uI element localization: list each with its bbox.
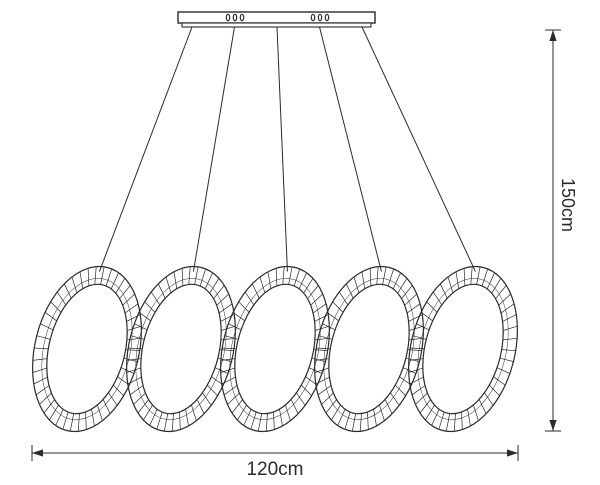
suspension-wire [319, 26, 382, 272]
coil-ring [126, 265, 236, 433]
width-dimension: 120cm [31, 445, 519, 480]
width-label: 120cm [246, 459, 303, 480]
mounting-slot [225, 13, 231, 22]
coil-bead-line [41, 278, 133, 420]
mounting-slots [225, 13, 330, 22]
coil-inner-edge [422, 283, 504, 415]
suspension-wire [361, 26, 476, 272]
coil-bead-line [229, 278, 321, 420]
crystal-spiral-coils [32, 265, 518, 433]
coil-facet-lines [32, 266, 142, 432]
coil-facet-lines [220, 266, 330, 432]
coil-facet-lines [314, 266, 424, 432]
coil-outer-edge [220, 265, 330, 433]
mounting-slot [324, 13, 330, 22]
coil-facet-lines [408, 266, 518, 432]
coil-ring [32, 265, 142, 433]
mounting-slot [239, 13, 245, 22]
ceiling-plate-lip [181, 22, 372, 28]
coil-inner-edge [140, 283, 222, 415]
ceiling-plate-body [177, 11, 376, 24]
coil-bead-line [417, 278, 509, 420]
dimension-arrow-right-icon [507, 449, 518, 457]
coil-outer-edge [126, 265, 236, 433]
coil-outer-edge [32, 265, 142, 433]
height-dimension: 150cm [545, 29, 578, 432]
coil-inner-edge [46, 283, 128, 415]
suspension-wire [192, 26, 235, 272]
dimension-arrow-up-icon [549, 30, 557, 41]
coil-ring [220, 265, 330, 433]
coil-outer-edge [314, 265, 424, 433]
dimension-arrow-down-icon [549, 420, 557, 431]
ceiling-plate [177, 11, 376, 28]
coil-facet-lines [126, 266, 236, 432]
coil-bead-line [323, 278, 415, 420]
coil-ring [408, 265, 518, 433]
coil-ring [314, 265, 424, 433]
dimension-arrow-left-icon [32, 449, 43, 457]
coil-inner-edge [234, 283, 316, 415]
coil-outer-edge [408, 265, 518, 433]
coil-bead-line [135, 278, 227, 420]
mounting-slot [317, 13, 323, 22]
height-label: 150cm [558, 178, 578, 232]
mounting-slot [310, 13, 316, 22]
mounting-slot [232, 13, 238, 22]
suspension-wire [98, 26, 193, 272]
suspension-wire [276, 26, 288, 272]
coil-inner-edge [328, 283, 410, 415]
suspension-wires [98, 26, 476, 272]
